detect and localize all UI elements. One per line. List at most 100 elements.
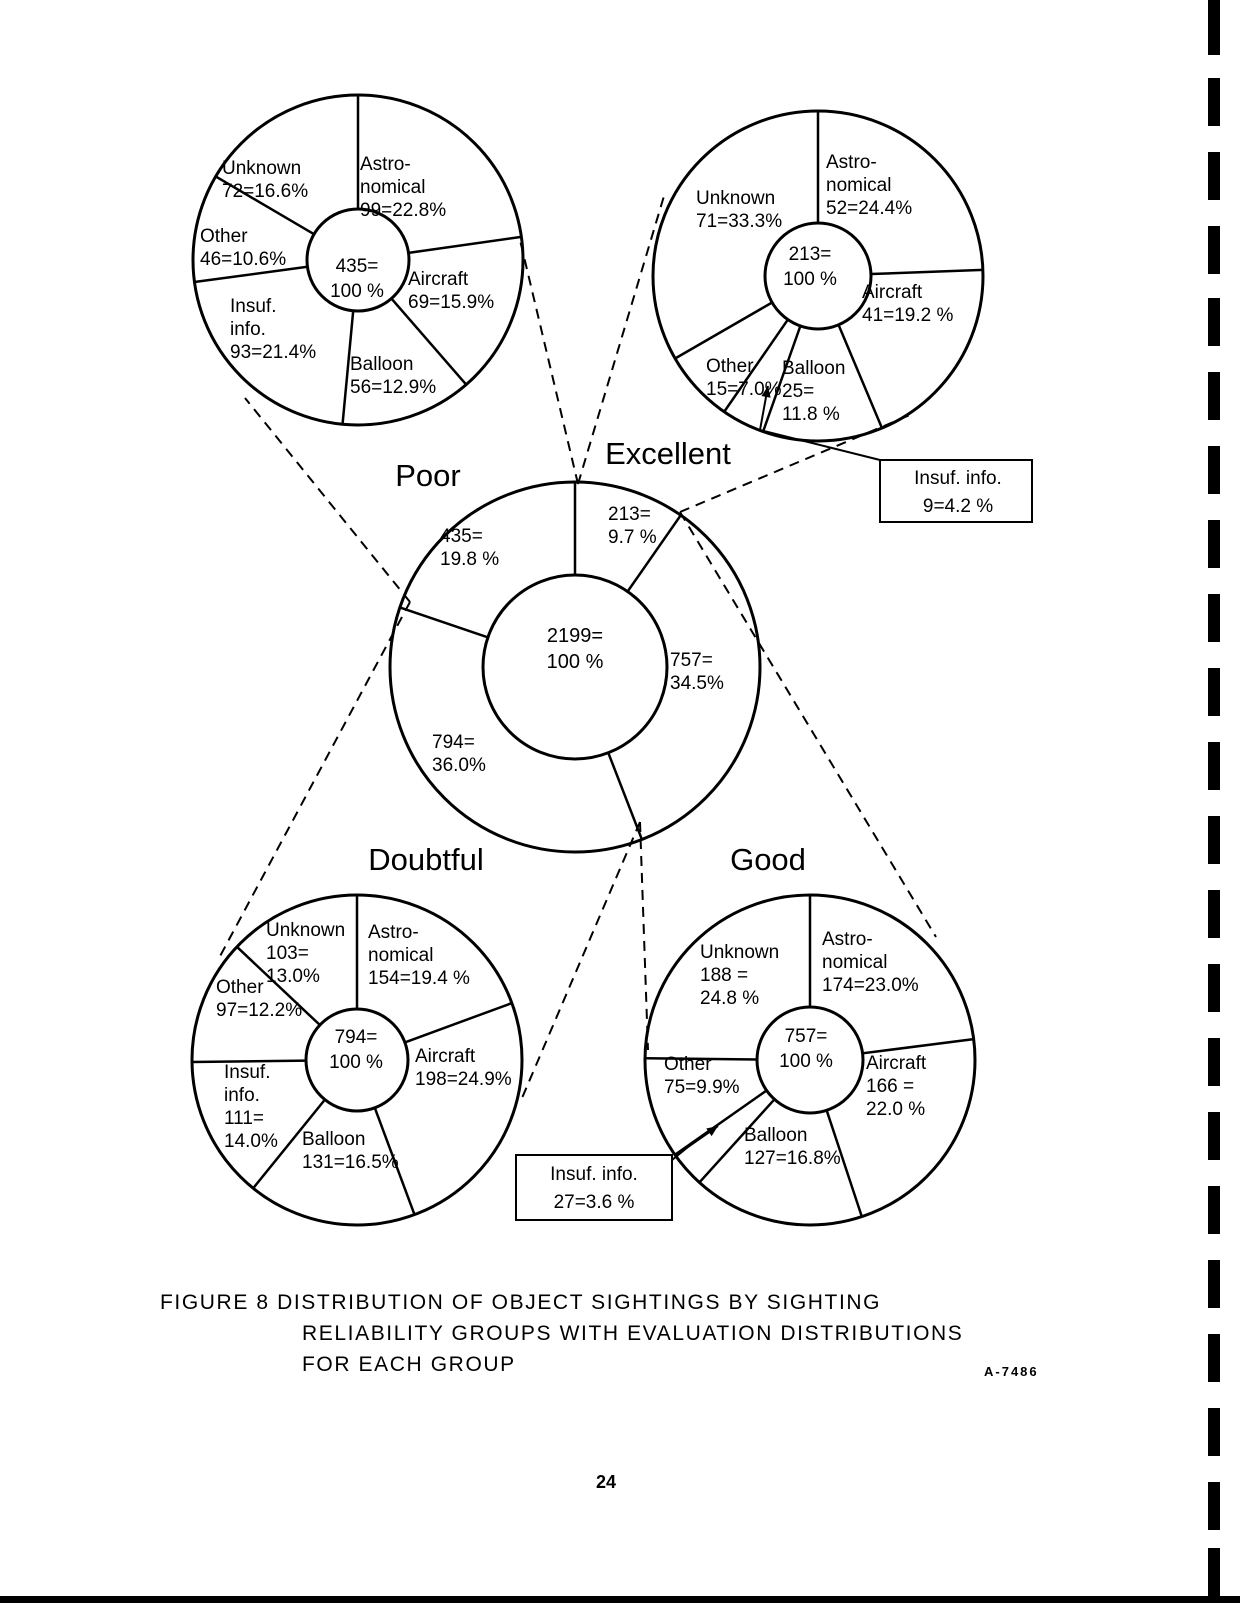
caption-line-1: FIGURE 8 DISTRIBUTION OF OBJECT SIGHTING… bbox=[160, 1291, 882, 1314]
binding-bar bbox=[1208, 226, 1220, 274]
binding-bar bbox=[1208, 1548, 1220, 1596]
caption-line-3: FOR EACH GROUP bbox=[302, 1353, 516, 1376]
slice-divider-balloon bbox=[825, 1109, 864, 1218]
slice-divider-other bbox=[194, 265, 308, 284]
slice-divider-aircraft bbox=[870, 268, 983, 276]
binding-bar bbox=[1208, 594, 1220, 642]
caption-line-2: RELIABILITY GROUPS WITH EVALUATION DISTR… bbox=[302, 1322, 964, 1345]
page-bottom-border bbox=[0, 1596, 1240, 1603]
center-label: 2199=100 % bbox=[547, 625, 604, 673]
center-label: 794=100 % bbox=[329, 1027, 383, 1073]
callout-arrow bbox=[758, 385, 881, 461]
binding-bar bbox=[1208, 964, 1220, 1012]
figure-code: A-7486 bbox=[984, 1364, 1039, 1379]
slice-label-excellent: 213=9.7 % bbox=[608, 504, 657, 548]
pie-title-doubtful: Doubtful bbox=[368, 842, 483, 877]
binding-bar bbox=[1208, 890, 1220, 938]
slice-divider-balloon bbox=[837, 324, 884, 429]
slice-divider-insuf-info bbox=[698, 1098, 776, 1184]
slice-divider-other bbox=[723, 318, 789, 413]
slice-divider-doubtful bbox=[607, 752, 644, 840]
pie-title-excellent: Excellent bbox=[605, 436, 731, 471]
pie-title-poor: Poor bbox=[395, 458, 460, 493]
connector-line-doubtful bbox=[521, 821, 641, 1099]
connector-line-excellent bbox=[679, 414, 911, 513]
binding-bar bbox=[1208, 446, 1220, 494]
callout-box bbox=[879, 459, 1033, 523]
slice-divider-poor bbox=[399, 606, 489, 639]
center-label: 213=100 % bbox=[783, 244, 837, 290]
slice-label-doubtful: 794=36.0% bbox=[432, 732, 486, 776]
binding-bar bbox=[1208, 520, 1220, 568]
slice-divider-unknown bbox=[674, 301, 773, 360]
connector-line-doubtful bbox=[217, 601, 411, 961]
binding-bar bbox=[1208, 1334, 1220, 1382]
slice-divider-unknown bbox=[215, 175, 315, 236]
binding-bar bbox=[1208, 1186, 1220, 1234]
binding-bar bbox=[1208, 1260, 1220, 1308]
slice-label-poor: 435=19.8 % bbox=[440, 526, 499, 570]
binding-bar bbox=[1208, 1408, 1220, 1456]
slice-label-good: 757=34.5% bbox=[670, 650, 724, 694]
arrow-head-icon bbox=[761, 386, 771, 398]
callout-box bbox=[515, 1154, 673, 1221]
binding-bar bbox=[1208, 1038, 1220, 1086]
binding-bar bbox=[1208, 78, 1220, 126]
slice-label-insuf-info: Insuf.info.93=21.4% bbox=[230, 296, 316, 363]
slice-divider-aircraft bbox=[408, 235, 522, 255]
slice-divider-aircraft bbox=[404, 1001, 513, 1044]
slice-divider-aircraft bbox=[862, 1037, 974, 1055]
connector-line-poor bbox=[519, 239, 579, 485]
slice-label-insuf-info: Insuf.info.111=14.0% bbox=[224, 1062, 278, 1152]
binding-bar bbox=[1208, 1112, 1220, 1160]
arrow-head-icon bbox=[706, 1126, 718, 1137]
center-label: 757=100 % bbox=[779, 1026, 833, 1072]
callout-insuf-info-excellent: Insuf. info.9=4.2 % bbox=[758, 385, 1033, 523]
binding-bar bbox=[1208, 372, 1220, 420]
binding-bar bbox=[1208, 298, 1220, 346]
binding-bar bbox=[1208, 1482, 1220, 1530]
page-number: 24 bbox=[596, 1472, 617, 1492]
slice-divider-unknown bbox=[236, 945, 321, 1026]
pie-title-good: Good bbox=[730, 842, 806, 877]
connector-line-good bbox=[639, 821, 649, 1051]
figure-caption: FIGURE 8 DISTRIBUTION OF OBJECT SIGHTING… bbox=[160, 1287, 963, 1380]
slice-divider-good bbox=[626, 514, 682, 593]
callout-label: Insuf. info.27=3.6 % bbox=[550, 1164, 638, 1213]
slice-divider-other bbox=[191, 1059, 307, 1064]
connector-line-poor bbox=[244, 397, 411, 603]
binding-bar bbox=[1208, 152, 1220, 200]
binding-bar bbox=[1208, 742, 1220, 790]
slice-divider-insuf-info bbox=[252, 1098, 326, 1190]
binding-bar bbox=[1208, 668, 1220, 716]
binding-bar bbox=[1208, 0, 1220, 55]
connector-line-good bbox=[679, 511, 937, 938]
pie-chart-overall: 213=9.7 % 757=34.5% 794=36.0% 435=19.8 % 219… bbox=[388, 480, 762, 854]
slice-divider-insuf-info bbox=[341, 310, 355, 425]
callout-label: Insuf. info.9=4.2 % bbox=[914, 468, 1002, 517]
